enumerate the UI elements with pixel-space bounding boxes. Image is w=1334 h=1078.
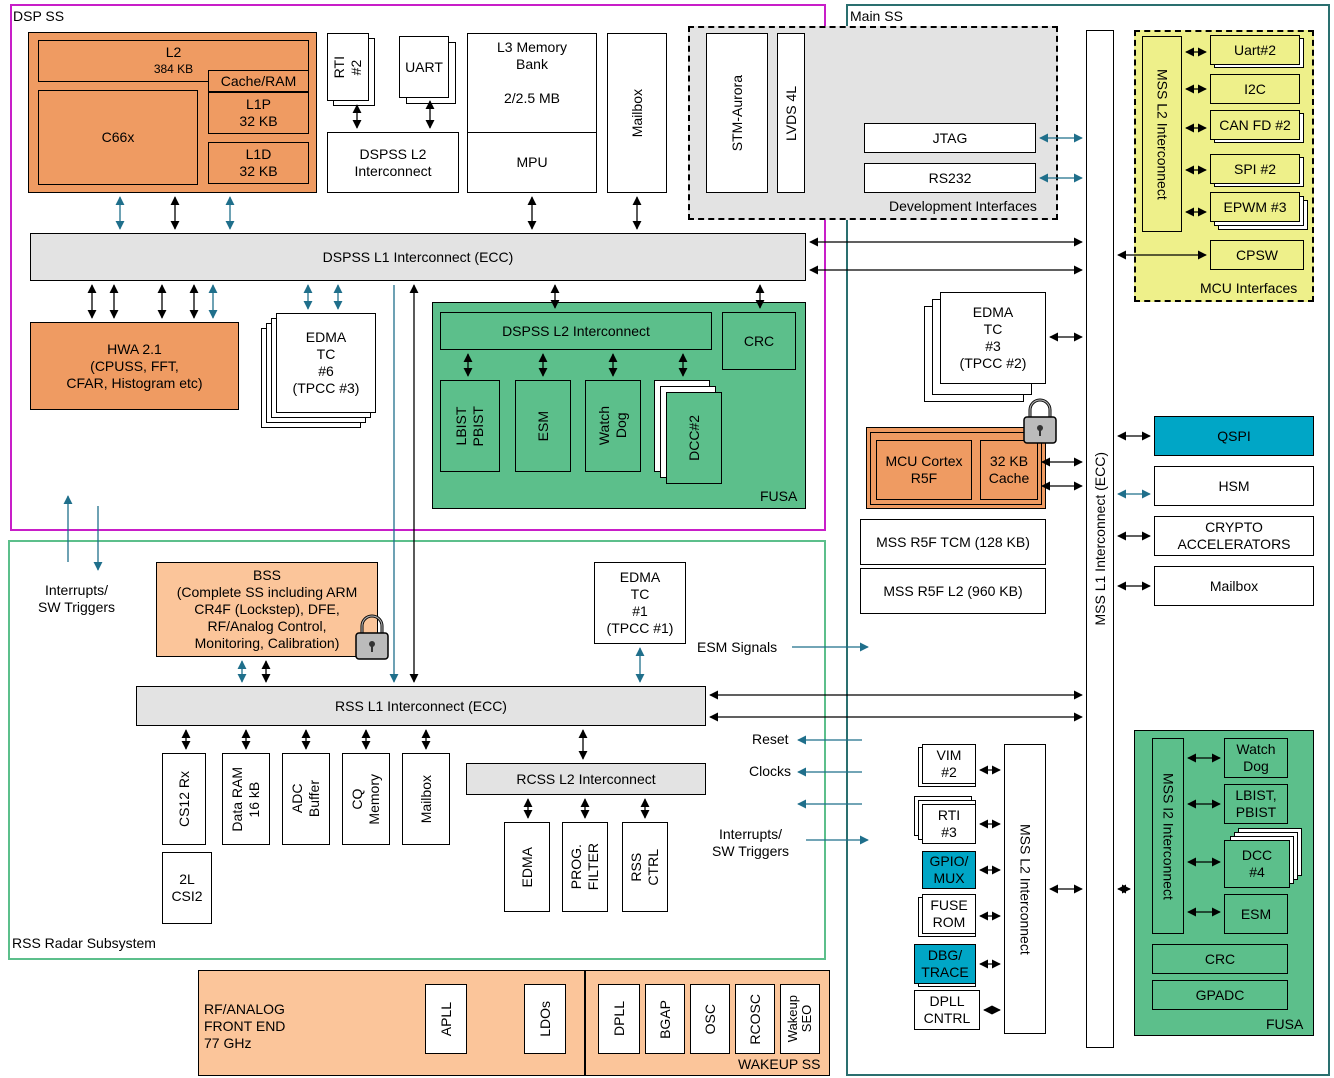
lock-icon-mcu: [1023, 398, 1057, 444]
mss-l2-interconnect-mcu: MSS L2 Interconnect: [1142, 36, 1182, 232]
dspss-l2-interconnect-top: DSPSS L2 Interconnect: [327, 132, 459, 193]
uart-dsp: UART: [399, 36, 449, 98]
uart2: Uart#2: [1210, 35, 1300, 65]
canfd2: CAN FD #2: [1210, 110, 1300, 140]
watchdog-mss: Watch Dog: [1224, 738, 1288, 778]
lock-icon-bss: [355, 614, 389, 660]
cache-ram: Cache/RAM: [208, 70, 309, 92]
data-ram: Data RAM 16 kB: [222, 753, 270, 845]
dpll-cntrl: DPLL CNTRL: [914, 990, 980, 1030]
mss-r5f-l2: MSS R5F L2 (960 KB): [860, 568, 1046, 614]
mpu: MPU: [467, 132, 597, 193]
l1d: L1D 32 KB: [208, 142, 309, 184]
dsp-ss-label: DSP SS: [13, 8, 65, 24]
prog-filter: PROG. FILTER: [562, 822, 608, 912]
edma-tc1: EDMA TC #1 (TPCC #1): [594, 562, 686, 644]
l1p: L1P 32 KB: [208, 92, 309, 134]
mcu-cortex-r5f: MCU Cortex R5F: [876, 440, 972, 500]
mailbox-rss: Mailbox: [402, 753, 450, 845]
cs12-rx: CS12 Rx: [162, 753, 206, 845]
development-interfaces-label: Development Interfaces: [889, 198, 1037, 214]
esm-mss: ESM: [1224, 894, 1288, 934]
csi2: 2L CSI2: [162, 852, 212, 924]
c66x: C66x: [38, 90, 198, 185]
reset-signal: Reset: [752, 731, 789, 747]
l3-memory-bank: L3 Memory Bank 2/2.5 MB: [467, 33, 597, 133]
wakeup-ss-label: WAKEUP SS: [738, 1056, 821, 1072]
crypto-accelerators: CRYPTO ACCELERATORS: [1154, 516, 1314, 556]
mss-r5f-tcm: MSS R5F TCM (128 KB): [860, 519, 1046, 565]
cq-memory: CQ Memory: [342, 753, 390, 845]
vim2: VIM #2: [922, 744, 976, 784]
epwm3: EPWM #3: [1210, 192, 1300, 222]
rcss-l2-interconnect: RCSS L2 Interconnect: [466, 763, 706, 795]
edma-rss: EDMA: [504, 822, 550, 912]
spi2: SPI #2: [1210, 154, 1300, 184]
lbist-pbist-dsp: LBIST PBIST: [440, 380, 500, 472]
mss-l1-interconnect: MSS L1 Interconnect (ECC): [1086, 30, 1114, 1048]
fusa-mss-label: FUSA: [1266, 1016, 1304, 1032]
jtag: JTAG: [864, 123, 1036, 153]
stm-aurora: STM-Aurora: [706, 33, 768, 193]
i2c: I2C: [1210, 74, 1300, 104]
dpll: DPLL: [598, 984, 640, 1054]
osc: OSC: [690, 984, 730, 1054]
crc-mss: CRC: [1152, 944, 1288, 974]
fusa-dsp-label: FUSA: [760, 488, 798, 504]
main-ss-region: [846, 4, 1330, 1076]
rcosc: RCOSC: [735, 984, 775, 1054]
esm-signals: ESM Signals: [697, 639, 778, 655]
rti3: RTI #3: [922, 804, 976, 844]
l2-label: L2: [165, 44, 182, 60]
clocks-signal: Clocks: [749, 763, 792, 779]
gpio-mux: GPIO/ MUX: [922, 851, 976, 889]
cpsw: CPSW: [1210, 240, 1304, 270]
cache-32kb: 32 KB Cache: [980, 440, 1038, 500]
bgap: BGAP: [645, 984, 685, 1054]
mss-l2-interconnect: MSS L2 Interconnect: [1004, 744, 1046, 1034]
l2-size: 384 KB: [153, 62, 194, 76]
mcu-interfaces-label: MCU Interfaces: [1200, 280, 1298, 296]
dcc2: DCC#2: [666, 392, 722, 484]
dspss-l2-interconnect: DSPSS L2 Interconnect: [440, 312, 712, 350]
adc-buffer: ADC Buffer: [282, 753, 330, 845]
rs232: RS232: [864, 163, 1036, 193]
bss: BSS (Complete SS including ARM CR4F (Loc…: [156, 562, 378, 657]
interrupts-right: Interrupts/ SW Triggers: [712, 826, 790, 859]
dspss-l1-interconnect: DSPSS L1 Interconnect (ECC): [30, 233, 806, 281]
main-ss-label: Main SS: [850, 8, 903, 24]
esm-dsp: ESM: [515, 380, 571, 472]
gpadc: GPADC: [1152, 980, 1288, 1010]
crc-dsp: CRC: [722, 312, 796, 370]
watchdog-dsp: Watch Dog: [585, 380, 641, 472]
wakeup-seo: Wakeup SEO: [780, 984, 820, 1054]
rf-front-end: RF/ANALOG FRONT END 77 GHz: [204, 1001, 286, 1051]
wakeup-ss-divider: [584, 970, 586, 1076]
edma-tc3: EDMA TC #3 (TPCC #2): [940, 292, 1046, 384]
fuse-rom: FUSE ROM: [922, 894, 976, 934]
hwa: HWA 2.1 (CPUSS, FFT, CFAR, Histogram etc…: [30, 322, 239, 410]
rss-ctrl: RSS CTRL: [622, 822, 668, 912]
mailbox-dsp: Mailbox: [607, 33, 667, 193]
mss-i2-interconnect: MSS I2 Interconnect: [1152, 738, 1184, 934]
rss-label: RSS Radar Subsystem: [12, 935, 156, 951]
dcc4: DCC #4: [1224, 840, 1290, 888]
interrupts-left: Interrupts/ SW Triggers: [38, 582, 116, 615]
edma-tc6: EDMA TC #6 (TPCC #3): [276, 313, 376, 413]
dbg-trace: DBG/ TRACE: [914, 944, 976, 984]
lvds-4l: LVDS 4L: [777, 33, 805, 193]
lbist-pbist-mss: LBIST, PBIST: [1224, 784, 1288, 824]
ldos: LDOs: [524, 984, 566, 1054]
qspi: QSPI: [1154, 416, 1314, 456]
apll: APLL: [425, 984, 467, 1054]
mailbox-main: Mailbox: [1154, 566, 1314, 606]
hsm: HSM: [1154, 466, 1314, 506]
rss-l1-interconnect: RSS L1 Interconnect (ECC): [136, 686, 706, 726]
rti2: RTI #2: [327, 33, 369, 101]
